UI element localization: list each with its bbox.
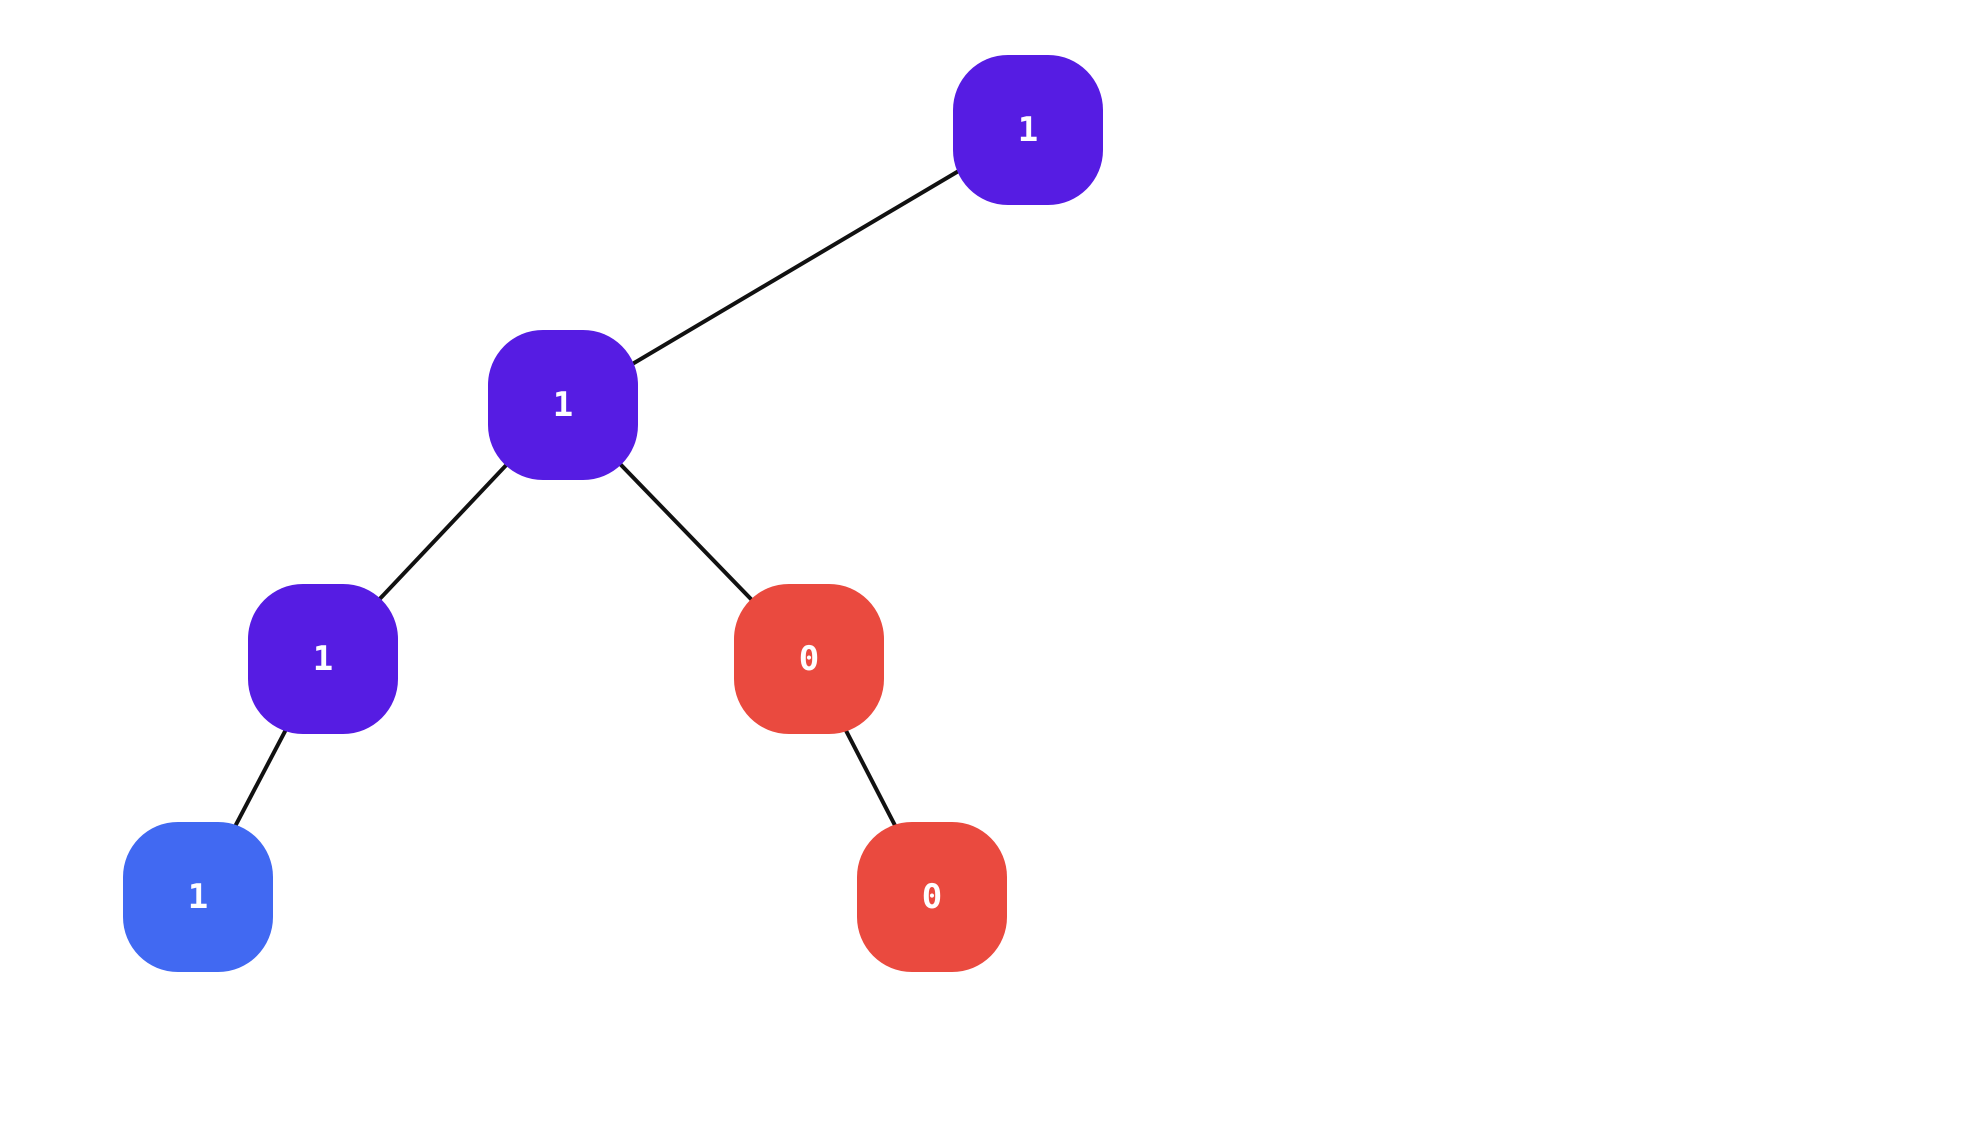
tree-node: 1 (123, 822, 273, 972)
node-label: 1 (1018, 110, 1038, 150)
tree-node: 0 (857, 822, 1007, 972)
node-label: 1 (313, 639, 333, 679)
tree-edges (196, 128, 1030, 898)
node-label: 0 (922, 877, 942, 917)
node-box (488, 330, 638, 480)
tree-node: 0 (734, 584, 884, 734)
node-box (734, 584, 884, 734)
node-box (248, 584, 398, 734)
node-label: 0 (799, 639, 819, 679)
node-label: 1 (553, 385, 573, 425)
edge-n0-n1 (561, 128, 1030, 407)
tree-node: 1 (248, 584, 398, 734)
node-box (857, 822, 1007, 972)
tree-node: 1 (488, 330, 638, 480)
node-box (953, 55, 1103, 205)
node-box (123, 822, 273, 972)
node-label: 1 (188, 877, 208, 917)
tree-node: 1 (953, 55, 1103, 205)
